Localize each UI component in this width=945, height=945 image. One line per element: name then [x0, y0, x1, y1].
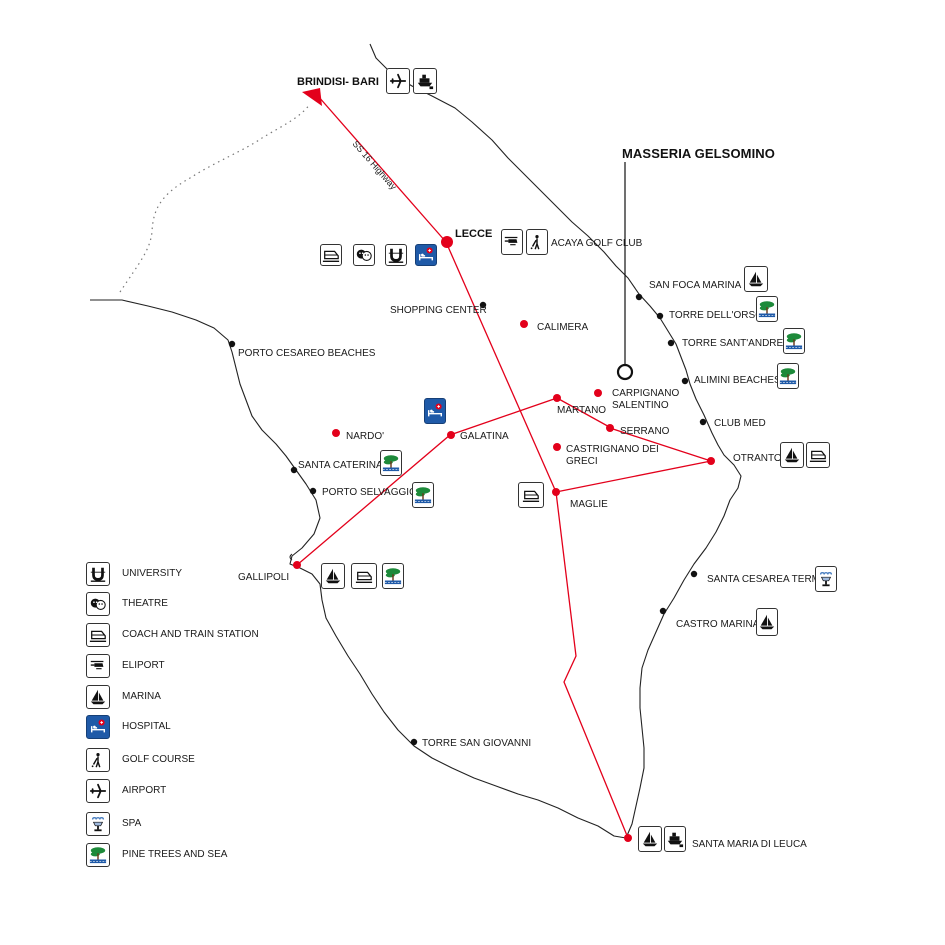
- eliport-icon: [501, 229, 523, 255]
- marina-icon: [780, 442, 804, 468]
- brindisi-label: BRINDISI- BARI: [297, 76, 379, 88]
- legend-label: ELIPORT: [122, 660, 165, 671]
- pine-sea-icon: [86, 843, 110, 867]
- theatre-icon: [86, 592, 110, 616]
- otranto-label: OTRANTO: [733, 453, 782, 464]
- university-icon: [86, 562, 110, 586]
- spa-icon: [86, 812, 110, 836]
- northwest-dotted-line: [119, 103, 311, 293]
- highway-label: SS 16 Highway: [350, 139, 398, 192]
- castro-label: CASTRO MARINA: [676, 619, 760, 630]
- pine-sea-icon: [380, 450, 402, 476]
- serrano-label: SERRANO: [620, 426, 670, 437]
- porto-selvaggio-label: PORTO SELVAGGIO: [322, 487, 417, 498]
- theatre-icon: [353, 244, 375, 266]
- legend-label: PINE TREES AND SEA: [122, 849, 228, 860]
- san-foca-label: SAN FOCA MARINA: [649, 280, 742, 291]
- alimini-label: ALIMINI BEACHES: [694, 375, 781, 386]
- marina-icon: [321, 563, 345, 589]
- santa-caterina-label: SANTA CATERINA: [298, 460, 383, 471]
- masseria-title: MASSERIA GELSOMINO: [622, 146, 775, 161]
- marina-icon: [744, 266, 768, 292]
- marina-icon: [756, 608, 778, 636]
- golf-icon: [86, 748, 110, 772]
- gallipoli-label: GALLIPOLI: [238, 572, 290, 583]
- pine-sea-icon: [756, 296, 778, 322]
- lecce-label: LECCE: [455, 228, 493, 240]
- university-icon: [385, 244, 407, 266]
- calimera-label: CALIMERA: [537, 322, 589, 333]
- coach-icon: [86, 623, 110, 647]
- martano-label: MARTANO: [557, 405, 607, 416]
- pine-sea-icon: [777, 363, 799, 389]
- santa-cesarea-label: SANTA CESAREA TERME: [707, 574, 827, 585]
- coach-icon: [320, 244, 342, 266]
- hospital-icon: [415, 244, 437, 266]
- ship-icon: [413, 68, 437, 94]
- torre-orso-label: TORRE DELL'ORSO: [669, 310, 763, 321]
- legend-label: THEATRE: [122, 598, 168, 609]
- castrignano-label: CASTRIGNANO DEI GRECI: [566, 444, 659, 467]
- brindisi-arrow: [302, 88, 322, 106]
- torre-san-giovanni-label: TORRE SAN GIOVANNI: [422, 738, 532, 749]
- legend-label: COACH AND TRAIN STATION: [122, 629, 259, 640]
- marina-icon: [86, 685, 110, 709]
- airplane-icon: [386, 68, 410, 94]
- ship-icon: [664, 826, 686, 852]
- club-med-label: CLUB MED: [714, 418, 766, 429]
- legend-label: MARINA: [122, 691, 161, 702]
- torre-santandrea-label: TORRE SANT'ANDREA: [682, 338, 790, 349]
- eliport-icon: [86, 654, 110, 678]
- spa-icon: [815, 566, 837, 592]
- shopping-label: SHOPPING CENTER: [390, 305, 487, 316]
- legend-label: UNIVERSITY: [122, 568, 183, 579]
- coach-icon: [351, 563, 377, 589]
- maglie-label: MAGLIE: [570, 499, 608, 510]
- legend-label: HOSPITAL: [122, 721, 171, 732]
- legend-label: GOLF COURSE: [122, 754, 195, 765]
- pine-sea-icon: [783, 328, 805, 354]
- galatina-label: GALATINA: [460, 431, 509, 442]
- golf-icon: [526, 229, 548, 255]
- nardo-label: NARDO': [346, 431, 385, 442]
- hospital-icon: [86, 715, 110, 739]
- legend-label: AIRPORT: [122, 785, 167, 796]
- black-points: [228, 293, 707, 746]
- airplane-icon: [86, 779, 110, 803]
- acaya-label: ACAYA GOLF CLUB: [551, 238, 643, 249]
- coach-icon: [806, 442, 830, 468]
- legend-label: SPA: [122, 818, 142, 829]
- leuca-label: SANTA MARIA DI LEUCA: [692, 839, 807, 850]
- porto-cesareo-label: PORTO CESAREO BEACHES: [238, 348, 376, 359]
- masseria-marker: [616, 363, 634, 381]
- hospital-icon: [424, 398, 446, 424]
- coastline: [90, 43, 742, 839]
- coach-icon: [518, 482, 544, 508]
- marina-icon: [638, 826, 662, 852]
- pine-sea-icon: [382, 563, 404, 589]
- carpignano-label: CARPIGNANO SALENTINO: [612, 388, 680, 411]
- red-points: [293, 236, 715, 842]
- pine-sea-icon: [412, 482, 434, 508]
